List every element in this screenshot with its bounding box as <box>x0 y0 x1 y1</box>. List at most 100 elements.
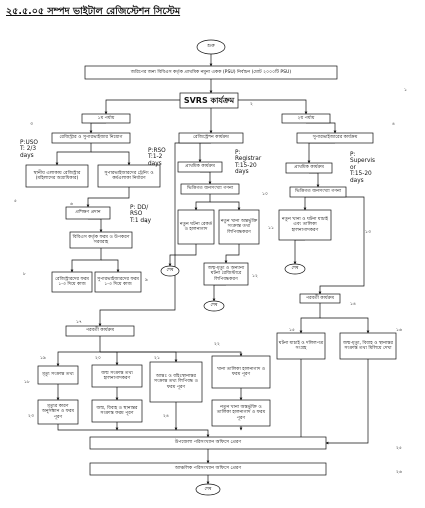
node-b4-top: খানা তালিকা হালনাগাদ ও ফরম পূরণ <box>216 366 266 377</box>
node-phase2: ২য় পর্যায় <box>297 115 315 121</box>
node-phase1-shape <box>81 113 131 124</box>
node-end3: শেষ <box>291 266 299 272</box>
connector-arrow <box>303 196 318 211</box>
node-psu-select: জরিপের জন্য বিবিএস কর্তৃক প্রাথমিক নমুনা… <box>130 69 292 75</box>
connector-arrow <box>57 424 210 438</box>
connector-arrow <box>293 239 305 265</box>
node-end3-shape <box>284 263 306 275</box>
node-b4-bot: নতুন খানা অন্তর্ভুক্তি ও তালিকা হালনাগাদ… <box>216 405 266 421</box>
node-psu-select-shape <box>84 65 338 80</box>
connector-arrow <box>306 122 337 134</box>
node-b2-bot: জন্ম, বিবাহ ও স্থানান্তর সংক্রান্ত ফরম প… <box>96 405 138 416</box>
node-new-events-shape <box>177 209 215 245</box>
node-upazila-office: উপজেলা পরিসংখ্যান অফিসে প্রেরণ <box>174 440 242 446</box>
node-b2-top-shape <box>91 364 143 388</box>
node-b2-top: জন্ম সংক্রান্ত তথ্য হালনাগাদকরণ <box>101 370 133 381</box>
node-b1-bot-shape <box>37 399 79 425</box>
connector-arrow <box>100 351 243 357</box>
step-number: ২৬ <box>396 470 402 475</box>
step-number: ১৪ <box>350 302 356 307</box>
note-p-dd: P: DD/ RSO T:1 day <box>130 205 152 224</box>
node-phase2-shape <box>281 113 331 124</box>
step-number: ৮ <box>23 272 26 277</box>
node-upazila-office-shape <box>89 436 327 450</box>
node-training: প্রশিক্ষণ প্রদান <box>75 210 101 216</box>
connector-arrow <box>100 351 178 363</box>
node-initial-work-shape <box>177 161 223 173</box>
node-local-registrar-shape <box>25 164 89 188</box>
connector-arrow <box>91 151 131 166</box>
connector-arrow <box>101 259 120 273</box>
node-sup-form: সুপারভাইজারদের ফরম ১-৩ দিয়ে কাজ <box>97 276 139 287</box>
connector-arrow <box>100 351 119 366</box>
connector-arrow <box>89 122 106 134</box>
connector-arrow <box>194 194 211 211</box>
node-svrs-office: SVRS কার্যক্রম <box>183 95 235 105</box>
step-number: ২২ <box>214 342 220 347</box>
node-sup-verify-shape <box>278 209 332 241</box>
node-next-work-shape <box>65 325 135 337</box>
step-number: ১৫ <box>289 328 295 333</box>
node-registrar-form: রেজিস্ট্রারদের ফরম ১-৩ দিয়ে কাজ <box>55 276 89 287</box>
connector-arrow <box>325 359 369 445</box>
node-sup-initial-shape <box>285 162 333 174</box>
step-number: ২৩ <box>28 414 34 419</box>
connector-arrow <box>88 218 103 233</box>
node-event-register: জন্ম-মৃত্যু ও অন্যান্য ঘটনা রেজিস্টারে ল… <box>207 266 245 282</box>
node-b2-bot-shape <box>91 399 143 423</box>
node-end1: শেষ <box>166 268 174 274</box>
node-local-registrar: স্থানীয় এলাকায় রেজিস্ট্রার (মহিলাদের অ… <box>33 170 81 181</box>
node-sup-match-shape <box>339 332 397 360</box>
step-number: ১১ <box>268 226 274 231</box>
step-number: ১৬ <box>396 328 402 333</box>
node-regional-office-shape <box>89 462 327 476</box>
step-number: ৪ <box>392 122 395 127</box>
node-sup-form-shape <box>94 271 142 293</box>
node-svrs-office-shape <box>179 92 239 109</box>
connector-arrow <box>198 142 211 163</box>
node-bbs-tools-shape <box>69 231 133 249</box>
node-b3-shape <box>149 361 203 403</box>
step-number: ৩ <box>30 122 33 127</box>
step-number: ২ <box>250 102 253 107</box>
node-b4-bot-shape <box>211 399 271 427</box>
node-sup-training-shape <box>97 164 161 188</box>
node-new-households-shape <box>218 209 260 245</box>
connector-arrow <box>70 248 102 273</box>
node-census-work: ভিত্তিগত জনসংখ্যা গণনা <box>186 186 234 192</box>
note-p-rso: P:RSO T:1-2 days <box>148 148 166 167</box>
node-registrar-form-shape <box>51 271 93 293</box>
node-b1-top: মৃত্যু সংক্রান্ত তথ্য <box>42 372 74 378</box>
connector-arrow <box>210 201 241 211</box>
node-census-work-shape <box>180 183 240 195</box>
node-registrar-sup: রেজিস্ট্রার ও সুপারভাইজার নিয়োগ <box>59 135 123 141</box>
node-sup-final-shape <box>299 293 341 304</box>
node-end2-shape <box>203 300 225 312</box>
step-number: ৭ <box>145 220 148 225</box>
connector-arrow <box>299 303 321 334</box>
note-p-uso: P:USO T: 2/3 days <box>20 140 38 159</box>
node-sup-initial: প্রাথমিক কার্যক্রম <box>294 165 324 171</box>
node-b1-bot: মৃত্যুর কারণ অনুসন্ধান ও ফরম পূরণ <box>41 404 75 420</box>
node-sup-doc: ঘটনা যাচাই ও দলিলপত্র সংগ্রহ <box>278 340 324 351</box>
step-number: ১৯ <box>40 356 46 361</box>
step-number: ১৩ <box>365 230 371 235</box>
node-phase1: ১ম পর্যায় <box>97 115 115 121</box>
connector-arrow <box>307 142 335 164</box>
node-b1-top-shape <box>37 365 79 385</box>
step-number: ১ <box>404 88 407 93</box>
connector-arrow <box>300 359 327 445</box>
connector-arrow <box>224 244 240 264</box>
connector-arrow <box>200 171 212 185</box>
step-number: ২০ <box>95 356 101 361</box>
step-number: ১০ <box>262 192 268 197</box>
connector-arrow <box>168 244 197 267</box>
connector-arrow <box>309 172 320 188</box>
connector-arrow <box>86 187 130 208</box>
node-sup-doc-shape <box>276 332 326 360</box>
note-p-supervisor: P: Supervis or T:15-20 days <box>350 152 376 184</box>
node-sup-match: জন্ম-মৃত্যু, বিবাহ ও স্থানান্তর সংক্রান্… <box>342 340 394 351</box>
node-end-final: শেষ <box>204 486 212 492</box>
step-number: ১৮ <box>24 380 30 385</box>
node-new-events: নতুন ঘটনা রেকর্ড ও হালনাগাদ <box>179 221 213 232</box>
